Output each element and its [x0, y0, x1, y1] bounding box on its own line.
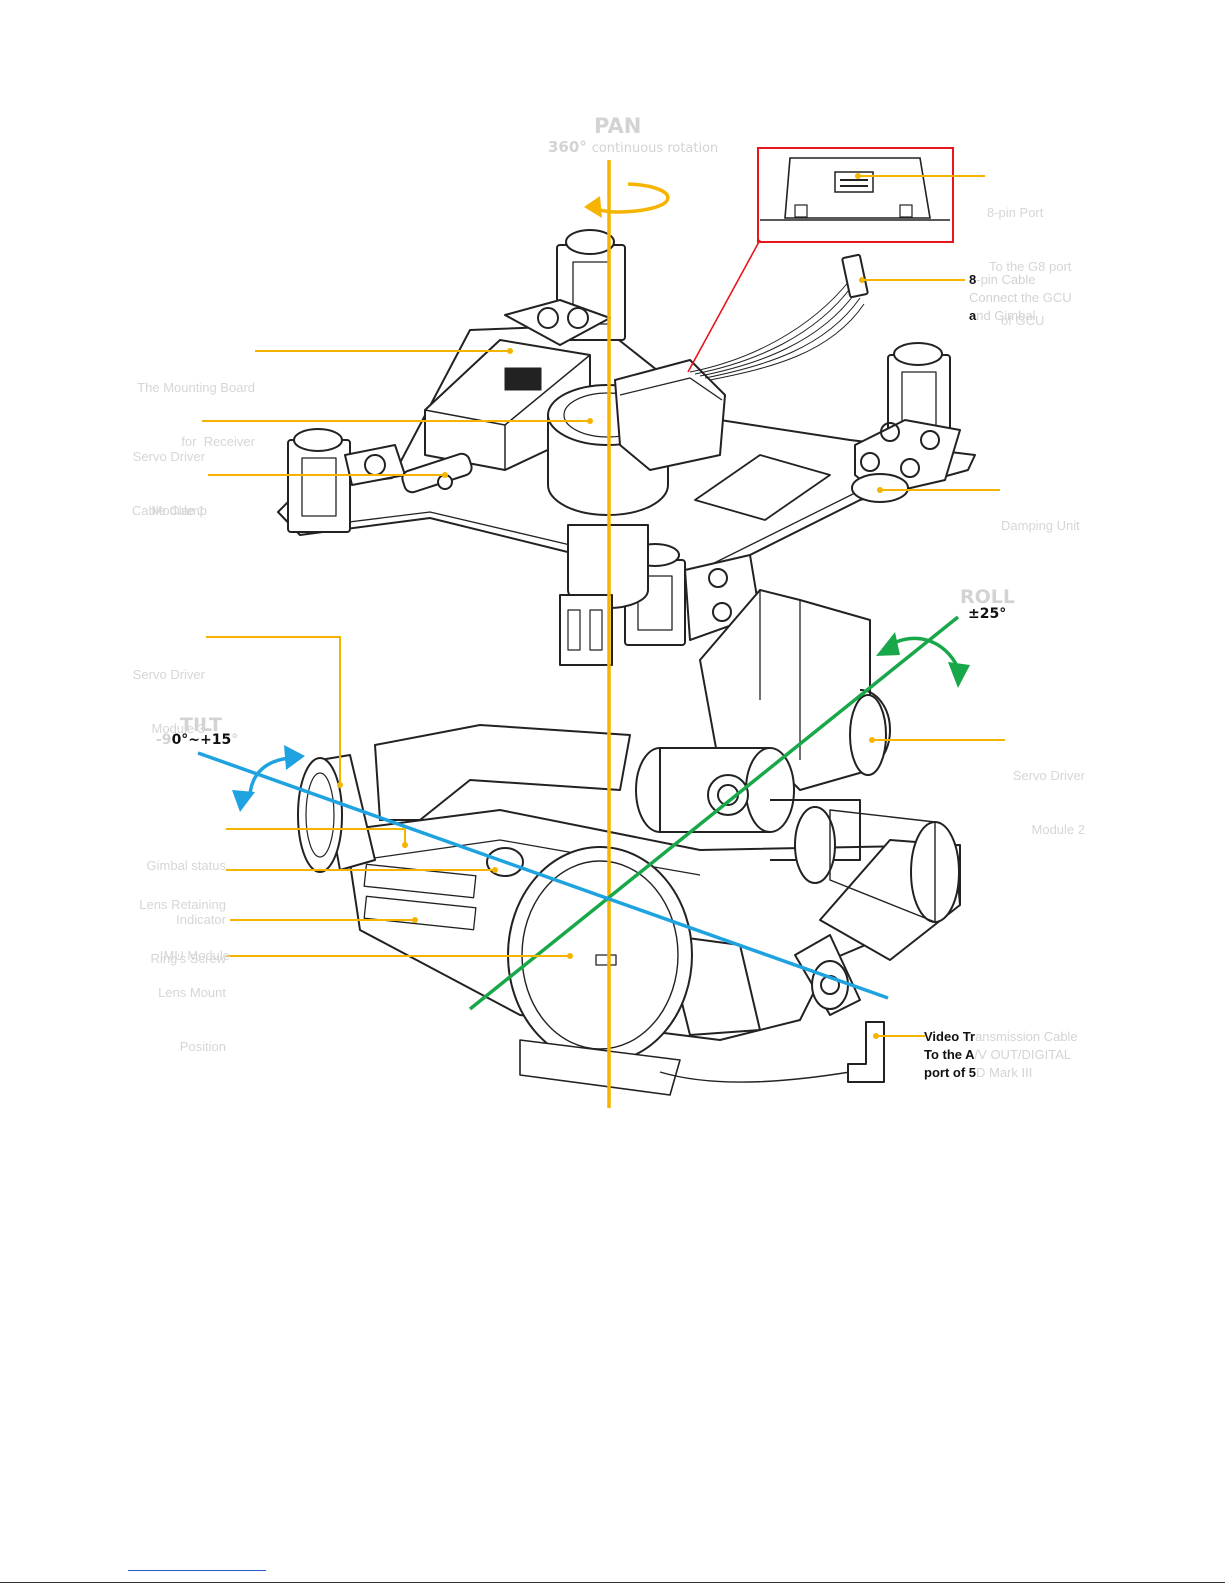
- video-cable-line3-light: D Mark III: [976, 1065, 1033, 1080]
- lens-mount-line2: Position: [179, 1039, 226, 1054]
- pan-rotation-arrowhead: [584, 196, 602, 218]
- video-cable-line1-dark: Video Tr: [924, 1029, 976, 1044]
- label-eight-pin-cable: 8-pin Cable Connect the GCU and Gimbal: [969, 271, 1072, 325]
- video-l-connector: [847, 1021, 885, 1083]
- tilt-axis: [197, 745, 889, 1000]
- roll-arrowhead-right: [948, 662, 970, 688]
- roll-axis: [468, 615, 970, 1011]
- center-motors: [635, 747, 960, 923]
- eight-pin-port-inset: [687, 147, 954, 380]
- label-servo-driver-1: Servo Driver Module 1: [133, 412, 205, 538]
- gimbal-drawing: [277, 229, 976, 1096]
- footer-hyperlink-underline[interactable]: [128, 1570, 266, 1571]
- eight-pin-cable-line1-light: -pin Cable: [976, 272, 1036, 287]
- pan-title: PAN: [594, 114, 642, 138]
- eight-pin-cable-line1-dark: 8: [969, 272, 977, 287]
- eight-pin-cable-line2: Connect the GCU: [969, 290, 1072, 305]
- damping-unit-line1: Damping Unit: [1001, 518, 1080, 533]
- base-plate: [519, 1039, 681, 1096]
- callout-dots: [337, 173, 883, 1039]
- label-servo-driver-3: Servo Driver Module 3: [133, 630, 205, 756]
- tilt-range-suffix: °: [231, 732, 239, 748]
- tilt-range-prefix: -9: [156, 732, 172, 748]
- tilt-range-dark: 0°~+15: [171, 732, 232, 748]
- eight-pin-cable: [689, 279, 865, 381]
- label-lens-retaining: Lens Retaining Ring's Screw: [139, 860, 226, 986]
- video-cable-line2-light: /V OUT/DIGITAL: [974, 1047, 1072, 1062]
- eight-pin-cable-line3-light: nd Gimbal: [976, 308, 1036, 323]
- tilt-motor-left: [297, 754, 376, 873]
- servo-driver-3-line1: Servo Driver: [132, 667, 205, 682]
- roll-title: ROLL: [960, 586, 1015, 608]
- pan-axis: [584, 160, 670, 1108]
- cable-clamp-part: [401, 452, 473, 494]
- lens-retaining-line2: Ring's Screw: [150, 951, 226, 966]
- video-cable-line2-dark: To the A: [924, 1047, 975, 1062]
- pan-range: 360° continuous rotation: [548, 138, 718, 156]
- label-lens-mount: Lens Mount Position: [158, 948, 226, 1074]
- tilt-range: -90°~+15°: [156, 732, 238, 748]
- tilt-title: TILT: [180, 714, 222, 736]
- imu-module-line1: IMU Module: [159, 948, 230, 963]
- mounting-board-line2: for Receiver: [181, 434, 255, 449]
- eight-pin-plug: [841, 253, 869, 299]
- video-cable-wire: [659, 1071, 851, 1083]
- label-video-cable: Video Transmission Cable To the A/V OUT/…: [924, 1028, 1078, 1082]
- roll-motor: [849, 694, 887, 776]
- page-bottom-rule: [0, 1582, 1225, 1583]
- label-imu-module: IMU Module: [160, 911, 230, 983]
- lens-retaining-line1: Lens Retaining: [139, 897, 226, 912]
- label-eight-pin-port: 8-pin Port To the G8 port of GCU: [987, 168, 1071, 348]
- label-gimbal-status: Gimbal status Indicator: [147, 821, 226, 947]
- servo-driver-1-line1: Servo Driver: [132, 449, 205, 464]
- gimbal-status-line1: Gimbal status: [146, 858, 226, 873]
- pan-range-text: continuous rotation: [591, 141, 719, 156]
- callout-lines: [202, 175, 1005, 1037]
- tilt-arrowhead-top: [284, 745, 305, 770]
- eight-pin-port-line2: To the G8 port: [989, 259, 1072, 274]
- roll-range: ±25°: [968, 606, 1007, 622]
- label-cable-clamp: Cable Clamp: [132, 466, 207, 538]
- mounting-board-line1: The Mounting Board: [137, 380, 255, 395]
- servo-driver-2-line2: Module 2: [1031, 822, 1085, 837]
- pan-range-value: 360°: [548, 138, 587, 156]
- video-cable-line3-dark: port of 5: [924, 1065, 976, 1080]
- lens-mount-line1: Lens Mount: [158, 985, 226, 1000]
- tilt-arrowhead-bottom: [232, 790, 255, 812]
- eight-pin-port-line3: of GCU: [1001, 313, 1045, 328]
- label-servo-driver-2: Servo Driver Module 2: [1013, 731, 1085, 857]
- eight-pin-port-line1: 8-pin Port: [987, 205, 1044, 220]
- label-damping-unit: Damping Unit: [1001, 481, 1080, 553]
- leader-servo-driver-3: [206, 636, 341, 785]
- cable-clamp-line1: Cable Clamp: [131, 503, 207, 518]
- servo-driver-1-line2: Module 1: [151, 503, 205, 518]
- damper-post-right: [851, 342, 961, 503]
- video-cable-line1-light: ansmission Cable: [975, 1029, 1078, 1044]
- gimbal-status-line2: Indicator: [176, 912, 226, 927]
- servo-driver-3-line2: Module 3: [151, 721, 205, 736]
- roll-arrowhead-left: [876, 632, 900, 656]
- servo-driver-2-line1: Servo Driver: [1012, 768, 1085, 783]
- label-mounting-board: The Mounting Board for Receiver: [137, 343, 255, 469]
- eight-pin-cable-line3-dark: a: [969, 308, 977, 323]
- gcu-connector-box: [614, 359, 726, 471]
- leader-gimbal-status: [226, 828, 406, 845]
